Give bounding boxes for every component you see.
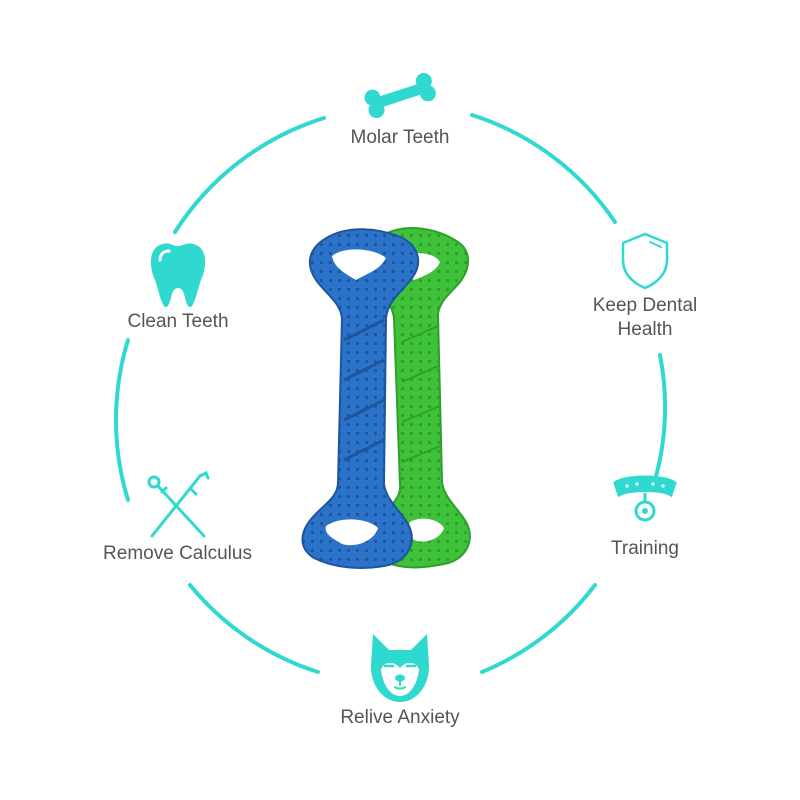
feature-remove-calculus: Remove Calculus <box>70 470 285 566</box>
feature-label: Molar Teeth <box>350 127 450 148</box>
feature-label: Remove Calculus <box>103 543 252 564</box>
feature-keep-dental-health: Keep Dental Health <box>545 230 745 342</box>
dog-face-icon <box>365 630 435 706</box>
feature-label: Training <box>611 538 679 559</box>
bone-chew-toys-image <box>301 227 471 569</box>
feature-relive-anxiety: Relive Anxiety <box>290 630 510 730</box>
feature-label: Relive Anxiety <box>340 707 460 728</box>
feature-label: Keep Dental Health <box>592 295 698 340</box>
feature-molar-teeth: Molar Teeth <box>290 66 510 150</box>
blue-bone-toy <box>301 228 420 569</box>
tooth-icon <box>146 240 210 310</box>
dental-tools-icon <box>142 470 214 542</box>
feature-training: Training <box>565 465 725 561</box>
feature-label: Clean Teeth <box>127 311 229 332</box>
feature-clean-teeth: Clean Teeth <box>88 240 268 334</box>
shield-icon <box>617 230 673 294</box>
bone-icon <box>358 66 442 126</box>
collar-icon <box>609 465 681 537</box>
